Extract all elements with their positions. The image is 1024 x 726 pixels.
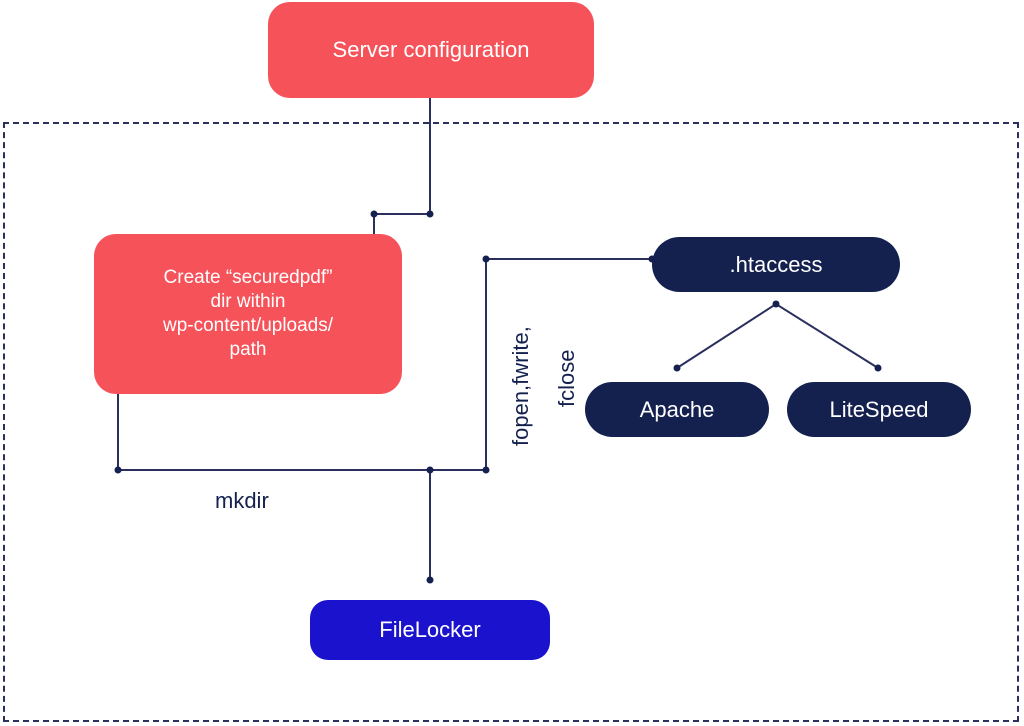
- fopen-fwrite-label: fopen,fwrite,: [508, 326, 533, 446]
- mkdir-label: mkdir: [215, 488, 269, 513]
- fclose-label: fclose: [554, 349, 579, 407]
- server-configuration-node: Server configuration: [268, 2, 594, 98]
- edge-htaccess-to-servers: [676, 302, 879, 369]
- connector-dot: [874, 364, 882, 372]
- filelocker-node: FileLocker: [310, 600, 550, 660]
- apache-node: Apache: [585, 382, 769, 437]
- htaccess-node: .htaccess: [652, 237, 900, 292]
- connector-dot: [426, 576, 434, 584]
- connector-dot: [426, 466, 434, 474]
- litespeed-node: LiteSpeed: [787, 382, 971, 437]
- connector-dot: [426, 210, 434, 218]
- connector-dot: [482, 255, 490, 263]
- connector-dot: [114, 466, 122, 474]
- connector-dot: [370, 210, 378, 218]
- connector-dot: [772, 300, 780, 308]
- connector-dot: [673, 364, 681, 372]
- connector-dot: [482, 466, 490, 474]
- create-securedpdf-dir-node: Create “securedpdf” dir within wp-conten…: [94, 234, 402, 394]
- plugin-boundary: [3, 122, 1019, 722]
